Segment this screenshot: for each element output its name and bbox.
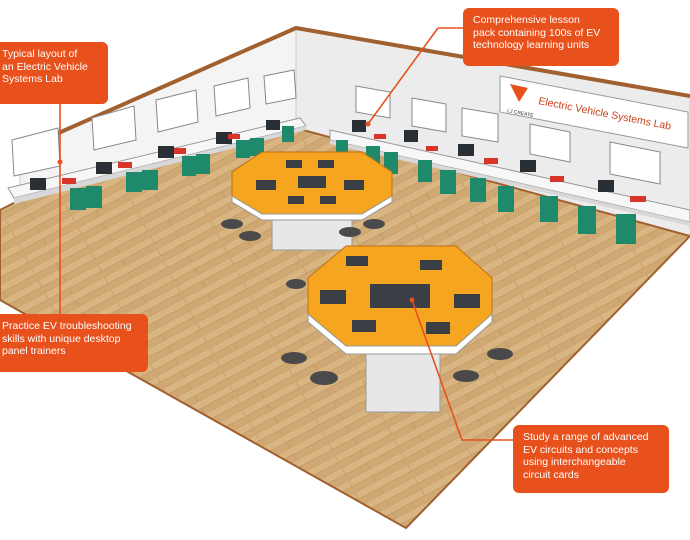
chairs-right [336, 140, 636, 244]
chairs-left [70, 126, 294, 210]
callout-line: panel trainers [2, 345, 66, 357]
monitors-left [30, 120, 280, 190]
callout-line: Practice EV troubleshooting [2, 320, 132, 332]
wall-top-trim [19, 25, 690, 152]
red-boxes-left [62, 134, 240, 184]
callout-typical-layout: Typical layout of an Electric Vehicle Sy… [0, 42, 108, 104]
callout-line: technology learning units [473, 39, 590, 51]
red-boxes-right [374, 134, 646, 202]
callout-dots [57, 121, 415, 303]
stools-front [281, 279, 513, 385]
callout-line: using interchangeable [523, 456, 626, 468]
logo-icon [510, 84, 528, 102]
octagon-table-back [231, 151, 393, 251]
octagon-table-front [307, 245, 493, 413]
callout-study: Study a range of advanced EV circuits an… [513, 425, 669, 493]
callout-line: Typical layout of [2, 48, 78, 60]
callout-line: circuit cards [523, 468, 580, 481]
callout-lesson-pack: Comprehensive lesson pack containing 100… [463, 8, 619, 66]
callout-practice: Practice EV troubleshooting skills with … [0, 314, 148, 372]
stools-back [221, 219, 385, 241]
wall-posters-left [11, 69, 297, 177]
callout-line: Comprehensive lesson [473, 14, 580, 26]
callout-leader-lines [59, 27, 513, 441]
wall-sign-logo: LJ CREATE [507, 108, 535, 119]
callout-line: EV circuits and concepts [523, 443, 638, 456]
monitors-right [352, 120, 614, 192]
callout-line: Systems Lab [2, 73, 63, 85]
callout-line: skills with unique desktop [2, 332, 121, 345]
callout-line: an Electric Vehicle [2, 60, 88, 73]
callout-line: pack containing 100s of EV [473, 26, 601, 39]
wall-posters-right [355, 85, 661, 185]
callout-line: Study a range of advanced [523, 431, 649, 443]
